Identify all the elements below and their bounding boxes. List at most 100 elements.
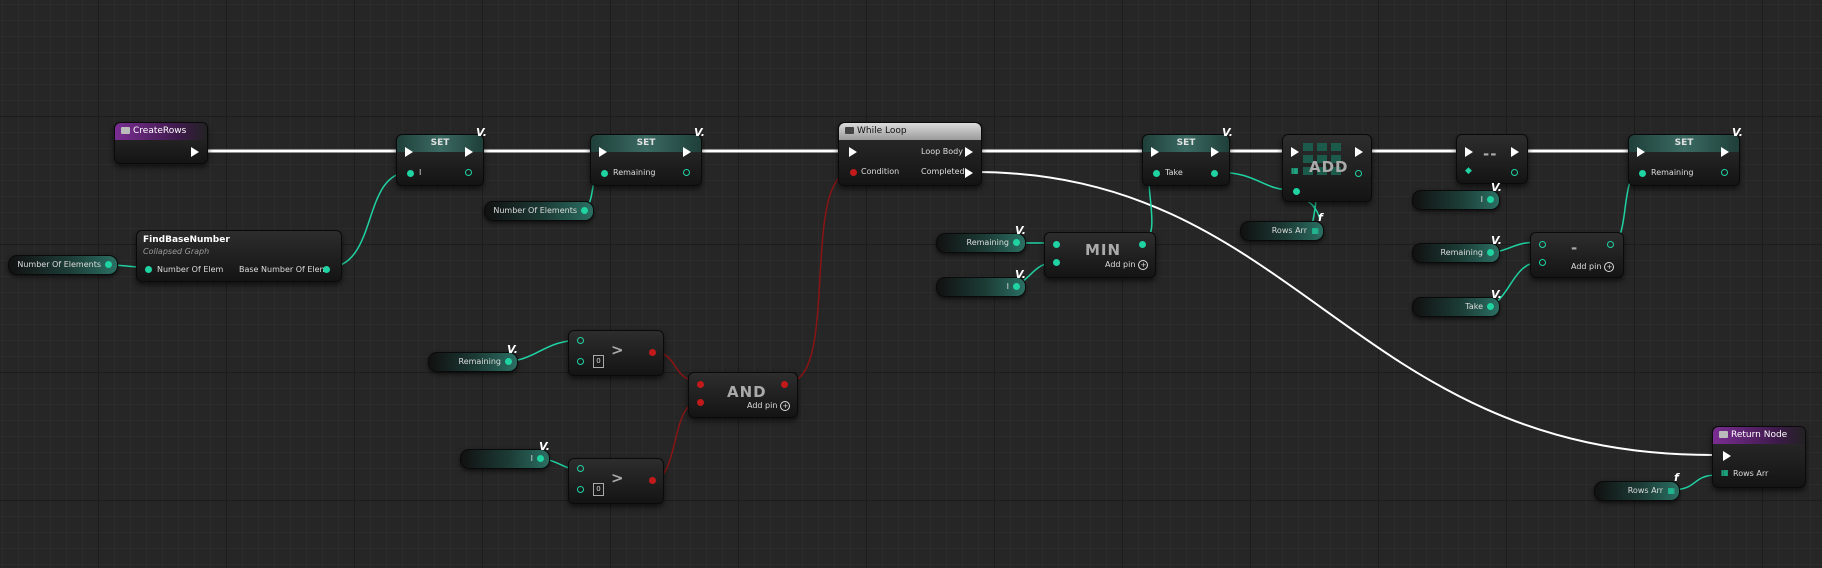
decrement-node[interactable]: -- ◆ xyxy=(1456,134,1528,184)
get-number-of-elements[interactable]: Number Of Elements xyxy=(484,201,594,221)
find-base-number-node[interactable]: FindBaseNumber Collapsed Graph Number Of… xyxy=(136,230,342,282)
node-title: Return Node xyxy=(1731,430,1788,440)
plus-icon: + xyxy=(1604,262,1615,272)
pin-label: Rows Arr xyxy=(1733,469,1769,478)
array-pin-icon[interactable]: ▦ xyxy=(1667,486,1675,495)
a-in-pin[interactable] xyxy=(1053,241,1060,248)
a-in-pin[interactable] xyxy=(1539,241,1546,248)
get-remaining[interactable]: Remaining xyxy=(936,233,1026,253)
variable-icon: V. xyxy=(1732,126,1743,139)
exec-in-pin[interactable] xyxy=(1637,147,1645,157)
add-pin-label: Add pin xyxy=(1571,262,1602,271)
a-in-pin[interactable] xyxy=(577,337,584,344)
exec-out-pin[interactable] xyxy=(1211,147,1219,157)
exec-out-pin[interactable] xyxy=(1511,147,1519,157)
while-loop-node[interactable]: While Loop Loop Body Condition Completed xyxy=(838,122,982,186)
exec-out-pin[interactable] xyxy=(465,147,473,157)
return-node-header: Return Node xyxy=(1713,427,1805,444)
completed-out-pin[interactable] xyxy=(965,168,973,178)
node-title: SET xyxy=(591,135,701,152)
number-of-elem-in-pin[interactable] xyxy=(145,266,152,273)
set-remaining-node[interactable]: SET Remaining xyxy=(1628,134,1740,186)
take-out-pin[interactable] xyxy=(1211,170,1218,177)
get-take[interactable]: Take xyxy=(1412,297,1500,317)
var-out-pin[interactable] xyxy=(537,455,544,462)
b-in-pin[interactable] xyxy=(1053,259,1060,266)
set-i-node[interactable]: SET I xyxy=(396,134,484,186)
exec-out-pin[interactable] xyxy=(683,147,691,157)
array-add-node[interactable]: ADD ▦ xyxy=(1282,134,1372,202)
array-pin-icon[interactable]: ▦ xyxy=(1291,166,1299,175)
plus-icon: + xyxy=(780,401,791,411)
a-in-pin[interactable] xyxy=(577,465,584,472)
array-pin-icon[interactable]: ▦ xyxy=(1311,226,1319,235)
exec-in-pin[interactable] xyxy=(1151,147,1159,157)
var-out-pin[interactable] xyxy=(1487,196,1494,203)
i-out-pin[interactable] xyxy=(465,169,472,176)
exec-in-pin[interactable] xyxy=(405,147,413,157)
index-out-pin[interactable] xyxy=(1355,170,1362,177)
remaining-out-pin[interactable] xyxy=(1721,169,1728,176)
get-i[interactable]: I xyxy=(460,449,550,469)
add-pin-button[interactable]: Add pin+ xyxy=(1105,260,1149,270)
item-in-pin[interactable] xyxy=(1293,188,1300,195)
b-value-input[interactable]: 0 xyxy=(593,355,604,368)
set-take-node[interactable]: SET Take xyxy=(1142,134,1230,186)
subtract-node[interactable]: - Add pin+ xyxy=(1530,232,1624,278)
loop-body-out-pin[interactable] xyxy=(965,147,973,157)
bool-out-pin[interactable] xyxy=(781,381,788,388)
greater-than-node[interactable]: > 0 xyxy=(568,330,664,376)
b-value-input[interactable]: 0 xyxy=(593,483,604,496)
greater-than-node[interactable]: > 0 xyxy=(568,458,664,504)
remaining-in-pin[interactable] xyxy=(601,170,608,177)
get-i[interactable]: I xyxy=(936,277,1026,297)
var-out-pin[interactable] xyxy=(1013,239,1020,246)
exec-out-pin[interactable] xyxy=(1355,147,1363,157)
bool-out-pin[interactable] xyxy=(649,477,656,484)
condition-in-pin[interactable] xyxy=(850,169,857,176)
array-pin-icon[interactable]: ▦ xyxy=(1721,468,1729,477)
remaining-out-pin[interactable] xyxy=(683,169,690,176)
get-rows-arr[interactable]: Rows Arr▦ xyxy=(1594,481,1680,501)
b-in-pin[interactable] xyxy=(577,358,584,365)
var-out-pin[interactable] xyxy=(1487,303,1494,310)
var-out-pin[interactable] xyxy=(1013,283,1020,290)
exec-in-pin[interactable] xyxy=(1465,147,1473,157)
set-remaining-node[interactable]: SET Remaining xyxy=(590,134,702,186)
ref-in-pin[interactable]: ◆ xyxy=(1465,166,1472,176)
i-in-pin[interactable] xyxy=(407,170,414,177)
base-number-out-pin[interactable] xyxy=(323,266,330,273)
add-pin-button[interactable]: Add pin+ xyxy=(747,401,791,411)
get-remaining[interactable]: Remaining xyxy=(428,352,518,372)
exec-in-pin[interactable] xyxy=(1291,147,1299,157)
a-in-pin[interactable] xyxy=(697,381,704,388)
return-out-pin[interactable] xyxy=(1607,241,1614,248)
and-node[interactable]: AND Add pin+ xyxy=(688,372,798,418)
var-out-pin[interactable] xyxy=(581,207,588,214)
get-i[interactable]: I xyxy=(1412,190,1500,210)
get-remaining[interactable]: Remaining xyxy=(1412,243,1500,263)
b-in-pin[interactable] xyxy=(1539,259,1546,266)
exec-out-pin[interactable] xyxy=(191,147,199,157)
create-rows-event-node[interactable]: CreateRows xyxy=(114,122,208,164)
b-in-pin[interactable] xyxy=(577,486,584,493)
exec-in-pin[interactable] xyxy=(1723,451,1731,461)
return-out-pin[interactable] xyxy=(1139,241,1146,248)
min-node[interactable]: MIN Add pin+ xyxy=(1044,232,1156,278)
take-in-pin[interactable] xyxy=(1153,170,1160,177)
return-node[interactable]: Return Node ▦ Rows Arr xyxy=(1712,426,1806,488)
exec-in-pin[interactable] xyxy=(849,147,857,157)
var-out-pin[interactable] xyxy=(1487,249,1494,256)
exec-out-pin[interactable] xyxy=(1721,147,1729,157)
remaining-in-pin[interactable] xyxy=(1639,170,1646,177)
var-out-pin[interactable] xyxy=(505,358,512,365)
var-out-pin[interactable] xyxy=(105,261,112,268)
get-rows-arr[interactable]: Rows Arr▦ xyxy=(1240,221,1324,241)
bool-out-pin[interactable] xyxy=(649,349,656,356)
add-pin-button[interactable]: Add pin+ xyxy=(1571,262,1615,272)
b-in-pin[interactable] xyxy=(697,399,704,406)
exec-in-pin[interactable] xyxy=(599,147,607,157)
value-out-pin[interactable] xyxy=(1511,169,1518,176)
get-number-of-elements[interactable]: Number Of Elements xyxy=(8,255,118,275)
